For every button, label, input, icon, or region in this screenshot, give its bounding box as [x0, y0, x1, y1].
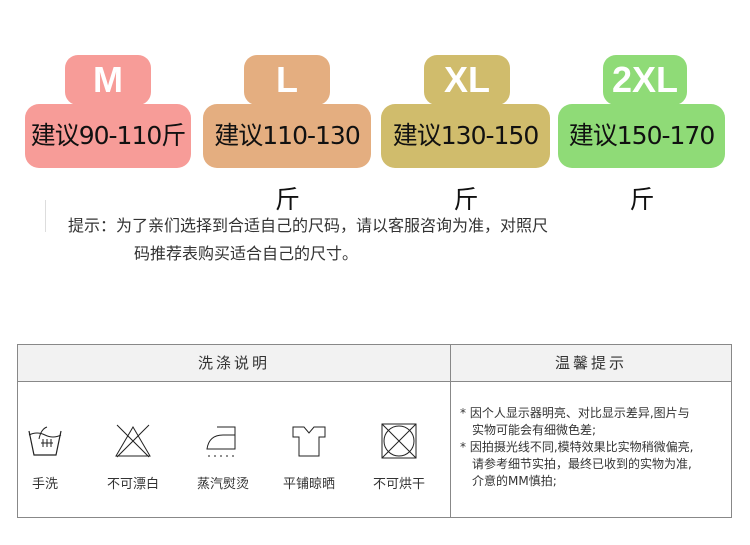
tips-title: 温馨提示 [451, 345, 731, 382]
no-bleach-icon [115, 424, 151, 458]
column-divider [450, 345, 451, 517]
care-table: 洗涤说明 温馨提示 手洗 不可漂白 蒸汽熨烫 平铺晾晒 不可烘干 * 因个人显示… [17, 344, 732, 518]
care-label: 平铺晾晒 [282, 477, 335, 492]
tip-line: 实物可能会有细微色差; [472, 423, 597, 437]
no-tumble-dry-icon [381, 423, 417, 459]
care-no-tumble-dry: 不可烘干 [364, 423, 434, 492]
care-label: 蒸汽熨烫 [196, 477, 249, 492]
care-label: 不可烘干 [372, 477, 425, 492]
tip-line: 请参考细节实拍，最终已收到的实物为准, [472, 457, 692, 471]
size-label: 2XL [603, 55, 687, 105]
hint-line-2: 码推荐表购买适合自己的尺寸。 [134, 244, 359, 263]
size-range: 建议110-130斤 [203, 104, 371, 214]
care-steam-iron: 蒸汽熨烫 [188, 423, 258, 492]
care-dry-flat: 平铺晾晒 [274, 423, 344, 492]
tip-line: * 因个人显示器明亮、对比显示差异,图片与 [460, 406, 690, 420]
care-no-bleach: 不可漂白 [98, 423, 168, 492]
size-label: M [65, 55, 151, 105]
divider [45, 200, 46, 232]
size-label: L [244, 55, 330, 105]
tips-text: * 因个人显示器明亮、对比显示差异,图片与 实物可能会有细微色差; * 因拍摄光… [460, 405, 693, 490]
tip-line: 介意的MM慎拍; [472, 474, 557, 488]
size-range: 建议130-150斤 [381, 104, 550, 214]
care-hand-wash: 手洗 [10, 423, 80, 492]
size-range: 建议150-170斤 [558, 104, 725, 214]
size-hint: 提示：为了亲们选择到合适自己的尺码，请以客服咨询为准，对照尺 码推荐表购买适合自… [68, 212, 708, 268]
dry-flat-icon [292, 426, 326, 457]
size-range: 建议90-110斤 [25, 104, 191, 168]
steam-iron-icon [206, 426, 236, 457]
hint-line-1: 提示：为了亲们选择到合适自己的尺码，请以客服咨询为准，对照尺 [68, 216, 549, 235]
wash-title: 洗涤说明 [18, 345, 450, 382]
care-label: 手洗 [31, 477, 58, 492]
tip-line: * 因拍摄光线不同,模特效果比实物稍微偏亮, [460, 440, 694, 454]
care-label: 不可漂白 [106, 477, 159, 492]
hand-wash-icon [28, 426, 62, 456]
size-label: XL [424, 55, 510, 105]
